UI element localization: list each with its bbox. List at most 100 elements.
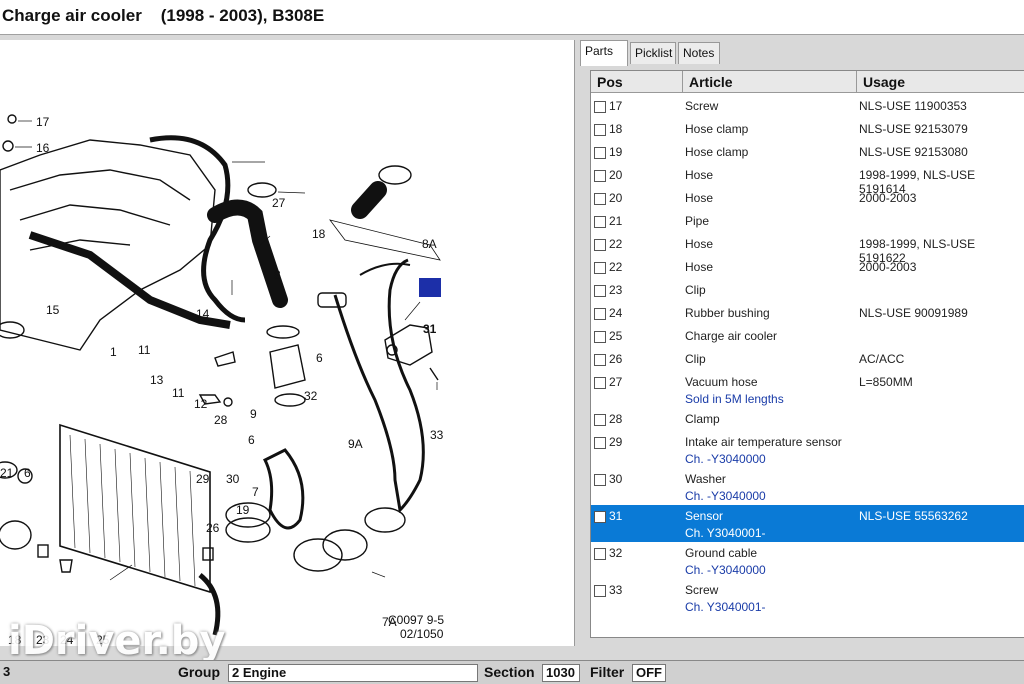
callout-8[interactable]: 8 xyxy=(274,268,281,282)
callout-9[interactable]: 9 xyxy=(250,407,257,421)
row-pos: 29 xyxy=(609,435,623,449)
filter-label: Filter xyxy=(590,664,625,680)
callout-11[interactable]: 11 xyxy=(138,343,151,357)
row-article: Clip xyxy=(685,283,706,297)
callout-15[interactable]: 15 xyxy=(46,303,60,317)
row-checkbox[interactable] xyxy=(594,548,606,560)
callout-1[interactable]: 1 xyxy=(110,345,117,359)
row-subtext: Ch. -Y3040000 xyxy=(685,452,766,466)
callout-29[interactable]: 29 xyxy=(196,472,210,486)
rubber-bushing-24 xyxy=(59,559,73,573)
status-bar: 3 Group 2 Engine Section 1030 Filter OFF xyxy=(0,660,1024,684)
callout-18[interactable]: 18 xyxy=(8,633,22,646)
row-pos: 22 xyxy=(609,260,623,274)
row-checkbox[interactable] xyxy=(594,147,606,159)
callout-19[interactable]: 19 xyxy=(236,503,250,517)
callout-17[interactable]: 17 xyxy=(36,115,50,129)
row-checkbox[interactable] xyxy=(594,124,606,136)
callout-6[interactable]: 6 xyxy=(24,466,31,480)
row-pos: 27 xyxy=(609,375,623,389)
row-checkbox[interactable] xyxy=(594,262,606,274)
row-checkbox[interactable] xyxy=(594,377,606,389)
row-checkbox[interactable] xyxy=(594,285,606,297)
hose-8 xyxy=(207,199,288,308)
column-header-pos[interactable]: Pos xyxy=(591,71,683,93)
row-pos: 33 xyxy=(609,583,623,597)
column-header-usage[interactable]: Usage xyxy=(857,71,1024,93)
row-checkbox[interactable] xyxy=(594,216,606,228)
row-checkbox[interactable] xyxy=(594,585,606,597)
row-checkbox[interactable] xyxy=(594,239,606,251)
callout-14[interactable]: 14 xyxy=(196,307,210,321)
callout-8A[interactable]: 8A xyxy=(422,237,437,251)
callout-32[interactable]: 32 xyxy=(304,389,318,403)
row-checkbox[interactable] xyxy=(594,354,606,366)
row-checkbox[interactable] xyxy=(594,193,606,205)
callout-28[interactable]: 28 xyxy=(214,413,228,427)
filter-value[interactable]: OFF xyxy=(632,664,666,682)
row-checkbox[interactable] xyxy=(594,511,606,523)
callout-33[interactable]: 33 xyxy=(430,428,444,442)
row-checkbox[interactable] xyxy=(594,308,606,320)
callout-24[interactable]: 24 xyxy=(60,633,74,646)
callout-26[interactable]: 26 xyxy=(206,521,220,535)
callout-23[interactable]: 23 xyxy=(36,633,50,646)
row-pos: 26 xyxy=(609,352,623,366)
callout-18[interactable]: 18 xyxy=(312,227,326,241)
row-pos: 25 xyxy=(609,329,623,343)
callout-7[interactable]: 7 xyxy=(252,485,259,499)
callout-16[interactable]: 16 xyxy=(36,141,50,155)
row-checkbox[interactable] xyxy=(594,474,606,486)
callout-25[interactable]: 25 xyxy=(96,633,110,646)
hose-7 xyxy=(262,448,305,530)
row-checkbox[interactable] xyxy=(594,101,606,113)
callout-21[interactable]: 21 xyxy=(0,466,14,480)
column-header-article[interactable]: Article xyxy=(683,71,857,93)
callout-6[interactable]: 6 xyxy=(248,433,255,447)
row-checkbox[interactable] xyxy=(594,437,606,449)
page-title: Charge air cooler (1998 - 2003), B308E xyxy=(2,6,325,25)
callout-7A[interactable]: 7A xyxy=(382,615,397,629)
row-subtext: Ch. -Y3040000 xyxy=(685,563,766,577)
row-article: Hose clamp xyxy=(685,145,749,159)
section-value[interactable]: 1030 xyxy=(542,664,580,682)
tab-picklist[interactable]: Picklist xyxy=(630,42,676,64)
callout-9A[interactable]: 9A xyxy=(348,437,363,451)
callout-11[interactable]: 11 xyxy=(172,386,185,400)
row-checkbox[interactable] xyxy=(594,170,606,182)
callout-31[interactable]: 31 xyxy=(423,322,437,336)
row-checkbox[interactable] xyxy=(594,331,606,343)
group-value[interactable]: 2 Engine xyxy=(228,664,478,682)
callout-30[interactable]: 30 xyxy=(226,472,240,486)
callout-27[interactable]: 27 xyxy=(272,196,286,210)
callout-6[interactable]: 6 xyxy=(316,351,323,365)
pipe-9A-end xyxy=(359,262,411,276)
tab-parts[interactable]: Parts xyxy=(580,40,628,66)
callout-12[interactable]: 12 xyxy=(194,397,208,411)
tab-notes[interactable]: Notes xyxy=(678,42,720,64)
row-checkbox[interactable] xyxy=(594,414,606,426)
cooler-fins xyxy=(69,434,196,587)
row-article: Washer xyxy=(685,472,726,486)
callout-13[interactable]: 13 xyxy=(150,373,164,387)
